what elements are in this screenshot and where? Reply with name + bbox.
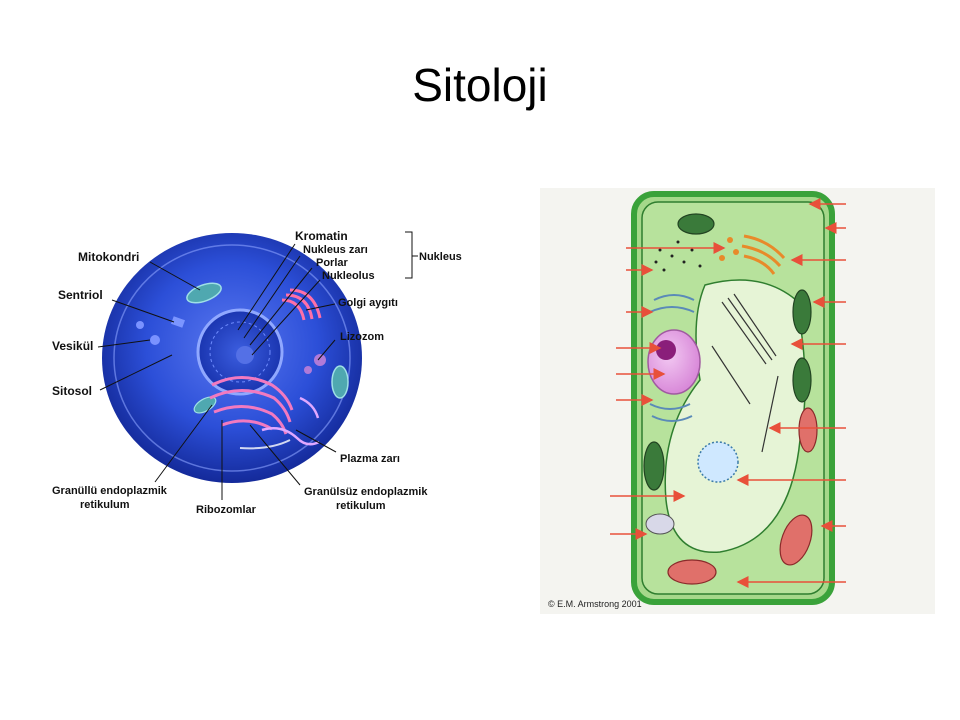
chloroplast: [792, 289, 812, 335]
label-porlar: Porlar: [316, 257, 349, 269]
golgi-apparatus: [741, 234, 786, 275]
rough-er: [209, 376, 294, 435]
label-granulsuz-er-line1: Granülsüz endoplazmik: [304, 486, 428, 498]
chloroplast: [677, 213, 715, 235]
vesicle: [150, 335, 160, 345]
plant-arrows-right: [736, 198, 846, 588]
mitochondrion: [331, 365, 349, 399]
label-granulsuz-er-line2: retikulum: [336, 500, 386, 512]
plant-cell: © E.M. Armstrong 2001: [540, 188, 935, 614]
centriole: [170, 316, 186, 328]
animal-leader-lines: [97, 231, 418, 500]
label-nukleus-zari: Nukleus zarı: [303, 244, 368, 256]
slide-title: Sitoloji: [412, 59, 548, 111]
nucleolus: [236, 346, 254, 364]
label-golgi: Golgi aygıtı: [338, 297, 398, 309]
animal-cell: Kromatin Nukleus zarı Porlar Nukleolus N…: [52, 229, 462, 516]
label-sentriol: Sentriol: [58, 288, 103, 302]
label-mitokondri: Mitokondri: [78, 250, 139, 264]
nucleolus: [656, 340, 676, 360]
nucleus: [647, 329, 701, 395]
ribosomes: [654, 240, 702, 272]
mitochondrion: [798, 407, 818, 453]
microfilaments: [711, 293, 779, 453]
label-nukleolus: Nukleolus: [322, 270, 375, 282]
label-sitosol: Sitosol: [52, 384, 92, 398]
lysosome: [314, 354, 326, 366]
plant-credit: © E.M. Armstrong 2001: [548, 599, 642, 609]
label-ribozomlar: Ribozomlar: [196, 504, 257, 516]
label-granullu-er-line2: retikulum: [80, 499, 130, 511]
label-vesikul: Vesikül: [52, 339, 93, 353]
mitochondrion: [186, 282, 222, 304]
vesicle: [645, 513, 675, 535]
label-lizozom: Lizozom: [340, 331, 384, 343]
peroxisome: [697, 441, 739, 483]
label-kromatin: Kromatin: [295, 229, 348, 243]
label-granullu-er-line1: Granüllü endoplazmik: [52, 485, 168, 497]
label-plazma-zari: Plazma zarı: [340, 453, 400, 465]
label-nukleus: Nukleus: [419, 251, 462, 263]
plasma-membrane: [239, 439, 291, 450]
smooth-er: [261, 396, 320, 446]
plant-arrows-left: [610, 242, 726, 540]
